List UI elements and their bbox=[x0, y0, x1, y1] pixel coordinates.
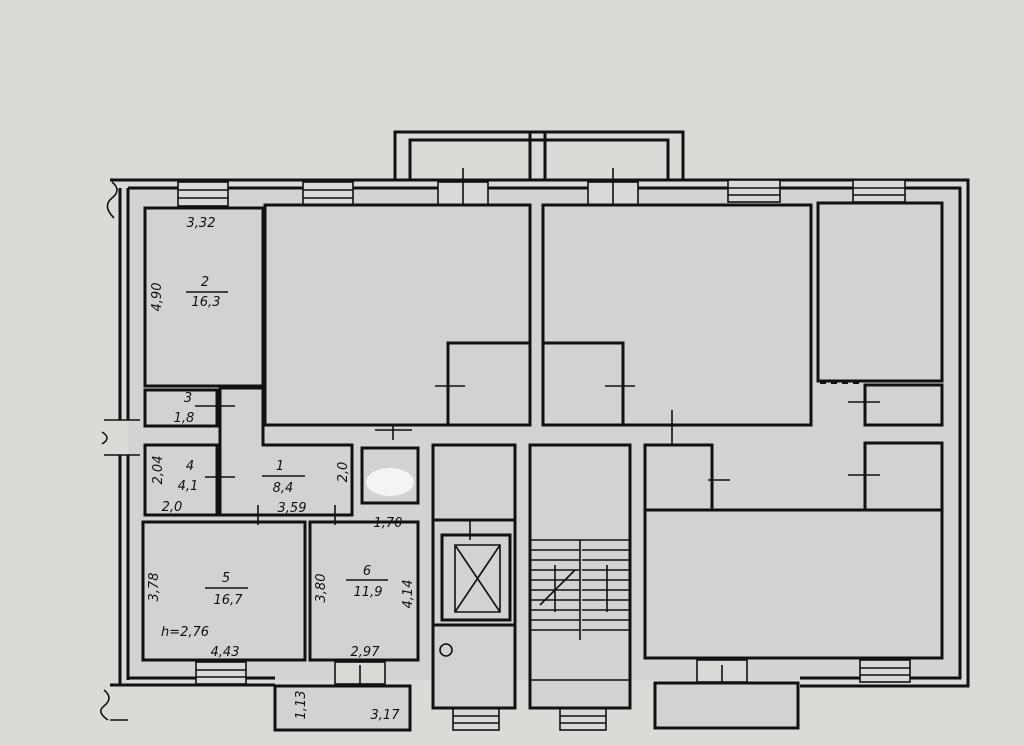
room-labels: 2 16,3 3 1,8 4 4,1 1 8,4 5 16,7 6 11,9 bbox=[174, 275, 388, 608]
dim-room6-top: 1,70 bbox=[374, 516, 403, 531]
dim-room1-width: 3,59 bbox=[278, 501, 307, 516]
dim-room4-width: 2,0 bbox=[162, 500, 183, 515]
dimension-labels: 3,32 4,90 2,04 2,0 3,59 2,0 1,70 3,78 h=… bbox=[147, 216, 416, 723]
other-apartments bbox=[263, 201, 944, 730]
room-2-area: 16,3 bbox=[192, 295, 221, 310]
dim-room2-length: 4,90 bbox=[150, 283, 165, 312]
top-balcony bbox=[393, 130, 685, 180]
ceiling-height: h=2,76 bbox=[161, 625, 209, 640]
room-3-number: 3 bbox=[184, 391, 192, 406]
dim-room5-width: 4,43 bbox=[211, 645, 240, 660]
room-1-number: 1 bbox=[276, 459, 284, 474]
room-1 bbox=[218, 386, 354, 517]
windows bbox=[177, 168, 911, 731]
dim-room6-right: 4,14 bbox=[401, 580, 416, 609]
room-4-number: 4 bbox=[186, 459, 194, 474]
room-5-area: 16,7 bbox=[214, 593, 244, 608]
dim-room2-width: 3,32 bbox=[187, 216, 216, 231]
room-4 bbox=[143, 443, 219, 517]
dim-room6-width: 2,97 bbox=[351, 645, 381, 660]
room-5 bbox=[141, 520, 307, 662]
room-1-area: 8,4 bbox=[273, 481, 294, 496]
bottom-balcony bbox=[273, 684, 412, 732]
room-2-number: 2 bbox=[201, 275, 209, 290]
dim-room1-height: 2,0 bbox=[336, 462, 351, 483]
room-2 bbox=[143, 206, 265, 388]
room-4-area: 4,1 bbox=[178, 479, 199, 494]
dim-room6-left: 3,80 bbox=[314, 574, 329, 603]
dim-balcony-depth: 1,13 bbox=[294, 691, 309, 720]
room-3-area: 1,8 bbox=[174, 411, 195, 426]
room-6 bbox=[308, 520, 420, 662]
room-3 bbox=[143, 388, 219, 428]
stair-elevator-core bbox=[431, 443, 632, 710]
glare bbox=[366, 468, 414, 496]
room-5-number: 5 bbox=[222, 571, 230, 586]
dim-room5-height: 3,78 bbox=[147, 573, 162, 602]
dim-balcony-width: 3,17 bbox=[371, 708, 401, 723]
dim-room4-height: 2,04 bbox=[151, 456, 166, 485]
room-6-area: 11,9 bbox=[354, 585, 383, 600]
room-6-number: 6 bbox=[363, 564, 371, 579]
